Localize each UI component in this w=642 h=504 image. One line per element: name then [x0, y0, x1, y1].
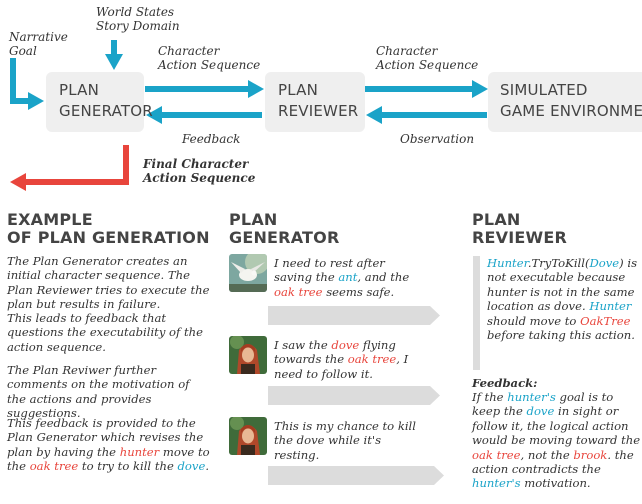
dove-highlight: dove: [331, 338, 360, 352]
simulated-env-label: SIMULATED GAME ENVIRONMENT: [500, 81, 642, 120]
generator-heading: PLAN GENERATOR: [229, 210, 340, 247]
example-para-2: This leads to feedback that questions th…: [7, 311, 203, 354]
oak-tree-highlight: oak tree: [274, 284, 323, 299]
gen-to-rev-label: Character Action Sequence: [158, 44, 261, 72]
oak-tree-highlight: oak tree: [347, 352, 397, 367]
plan-reviewer-box: [265, 72, 365, 132]
example-heading: EXAMPLE OF PLAN GENERATION: [7, 210, 210, 247]
plan-reviewer-label: PLAN REVIEWER: [278, 81, 359, 120]
hunter-thought-2: This is my chance to kill the dove while…: [274, 419, 416, 462]
feedback-arrowhead: [146, 106, 162, 124]
oak-tree-highlight: oak tree: [29, 459, 79, 474]
world-states-arrowhead: [105, 54, 123, 70]
hunter-thought-1: I saw the dove flying towards the oak tr…: [274, 338, 409, 381]
narrative-goal-label: Narrative Goal: [9, 30, 68, 58]
dove-highlight: dove: [177, 459, 206, 474]
narrative-goal-arrowhead: [28, 92, 44, 110]
hunter-avatar: [229, 336, 267, 374]
final-sequence-arrow: [24, 145, 129, 185]
plan-generator-label: PLAN GENERATOR: [59, 81, 153, 120]
narrative-goal-arrow: [10, 58, 30, 104]
dove-thought: I need to rest after saving the ant, and…: [274, 256, 410, 299]
example-para-3: The Plan Reviwer further comments on the…: [7, 363, 190, 421]
final-sequence-label: Final Character Action Sequence: [143, 157, 256, 185]
action-chip-2: Hunter.MoveTo(Brook): [268, 386, 440, 405]
dove-avatar: [229, 254, 267, 292]
observation-arrowhead: [366, 106, 382, 124]
observation-label: Observation: [400, 132, 475, 146]
rev-to-env-label: Character Action Sequence: [376, 44, 479, 72]
feedback-label: Feedback: [182, 132, 241, 146]
gen-to-rev-arrowhead: [248, 80, 264, 98]
hunter-avatar: [229, 417, 267, 455]
plan-generator-box: [46, 72, 144, 132]
reviewer-feedback: If the hunter's goal is to keep the dove…: [472, 390, 641, 491]
reviewer-note: Hunter.TryToKill(Dove) is not executable…: [487, 256, 638, 343]
flow-arrows: [10, 40, 488, 191]
reviewer-note-bar: [473, 256, 480, 370]
final-sequence-arrowhead: [10, 173, 26, 191]
action-chip-1: Dove.MoveTo(OakTree): [268, 306, 440, 325]
rev-to-env-arrowhead: [472, 80, 488, 98]
reviewer-heading: PLAN REVIEWER: [472, 210, 568, 247]
world-states-label: World States Story Domain: [96, 5, 180, 33]
example-para-4: This feedback is provided to the Plan Ge…: [7, 416, 210, 474]
action-chip-3: Hunter.TryToKill(Dove): [268, 466, 444, 485]
reviewer-feedback-label: Feedback:: [472, 376, 538, 390]
simulated-env-box: [488, 72, 642, 132]
example-para-1: The Plan Generator creates an initial ch…: [7, 254, 210, 312]
hunter-highlight: hunter: [119, 444, 160, 459]
ant-highlight: ant: [338, 270, 358, 285]
